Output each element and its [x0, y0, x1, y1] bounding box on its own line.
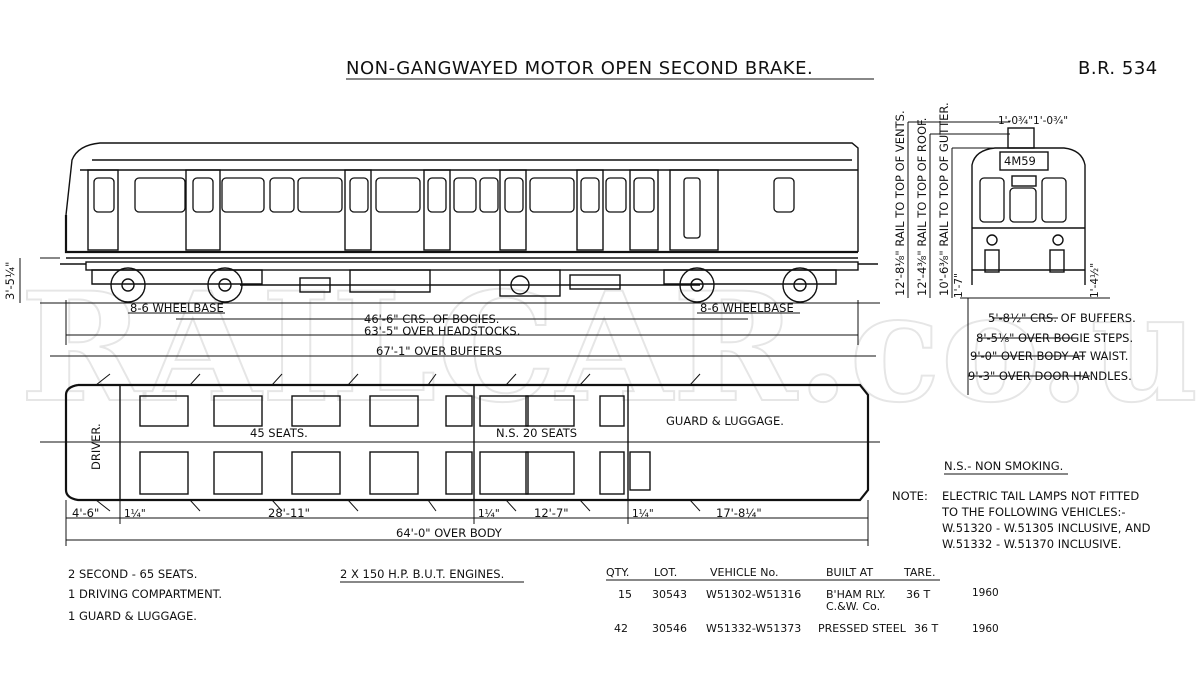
row2-tare: 36 T [914, 622, 938, 635]
end-top-dims: 1'-0¾"1'-0¾" [998, 115, 1068, 127]
accommodation-2: 1 DRIVING COMPARTMENT. [68, 587, 222, 601]
note-line-2: TO THE FOLLOWING VEHICLES:- [941, 505, 1126, 519]
over-buffers-label: 67'-1" OVER BUFFERS [376, 344, 502, 358]
row1-vehicle: W51302-W51316 [706, 588, 801, 601]
body-waist: 9'-0" OVER BODY AT WAIST. [970, 349, 1128, 363]
ns-note: N.S.- NON SMOKING. [944, 459, 1063, 473]
driver-label: DRIVER. [89, 423, 103, 470]
door-handles: 9'-3" OVER DOOR HANDLES. [968, 369, 1132, 383]
table-header-built: BUILT AT [826, 566, 873, 579]
row1-tare: 36 T [906, 588, 930, 601]
rail-to-gutter: 10'-6⅜" RAIL TO TOP OF GUTTER. [937, 102, 951, 296]
plan-dim-1-a: 1¼" [124, 508, 146, 520]
accommodation-3: 1 GUARD & LUGGAGE. [68, 609, 197, 623]
plan-dim-1-c: 1¼" [632, 508, 654, 520]
drawing-ref: B.R. 534 [1078, 58, 1158, 79]
end-dim-1-7: 1'-7" [953, 273, 965, 298]
plan-view: DRIVER. 45 SEATS. N.S. 20 SEATS GUARD & … [40, 373, 880, 546]
wheelbase-right-label: 8-6 WHEELBASE [700, 301, 794, 315]
note-label: NOTE: [892, 489, 928, 503]
row1-lot: 30543 [652, 588, 687, 601]
side-elevation: 3'-5¼" 8-6 WHEELBASE 8-6 WHEELBASE 46'-6… [3, 142, 880, 358]
over-headstocks-label: 63'-5" OVER HEADSTOCKS. [364, 324, 520, 338]
plan-dim-28-11: 28'-11" [268, 506, 310, 520]
bogie-left [91, 267, 263, 303]
note-line-1: ELECTRIC TAIL LAMPS NOT FITTED [942, 489, 1139, 503]
wheelbase-left-label: 8-6 WHEELBASE [130, 301, 224, 315]
plan-dim-12-7: 12'-7" [534, 506, 569, 520]
end-elevation: 4M59 1'-0¾"1'-0¾" 12'-8⅛" RAIL TO TOP OF… [893, 102, 1136, 395]
rail-to-vents: 12'-8⅛" RAIL TO TOP OF VENTS. [893, 110, 907, 296]
head-code: 4M59 [1004, 154, 1036, 168]
table-header-lot: LOT. [654, 566, 677, 579]
end-dim-1-4: 1'-4½" [1089, 263, 1101, 298]
row1-built2: C.&W. Co. [826, 600, 880, 613]
crs-buffers: 5'-8½" CRS. OF BUFFERS. [988, 311, 1136, 325]
plan-dim-4-6: 4'-6" [72, 506, 99, 520]
accommodation-1: 2 SECOND - 65 SEATS. [68, 567, 197, 581]
row2-lot: 30546 [652, 622, 687, 635]
table-header-qty: QTY. [606, 566, 629, 579]
height-dim: 3'-5¼" [3, 262, 17, 300]
row1-built: B'HAM RLY. [826, 588, 886, 601]
row2-year: 1960 [972, 623, 999, 635]
rail-to-roof: 12'-4⅜" RAIL TO TOP OF ROOF. [915, 118, 929, 296]
ns-seats-label: N.S. 20 SEATS [496, 426, 577, 440]
bogie-steps: 8'-5⅛" OVER BOGIE STEPS. [976, 331, 1133, 345]
row1-year: 1960 [972, 587, 999, 599]
table-header-tare: TARE. [903, 566, 935, 579]
note-line-4: W.51332 - W.51370 INCLUSIVE. [942, 537, 1121, 551]
plan-dim-1-b: 1¼" [478, 508, 500, 520]
head-code-box [999, 151, 1049, 171]
over-body-label: 64'-0" OVER BODY [396, 526, 503, 540]
row1-qty: 15 [618, 588, 632, 601]
row2-built: PRESSED STEEL [818, 622, 907, 635]
vehicle-table: QTY. LOT. VEHICLE No. BUILT AT TARE. 15 … [606, 566, 999, 635]
bogie-right [663, 267, 837, 303]
watermark: RAILCAR.co.uk [20, 260, 1200, 436]
drawing-title: NON-GANGWAYED MOTOR OPEN SECOND BRAKE. [346, 58, 813, 79]
row2-qty: 42 [614, 622, 628, 635]
row2-vehicle: W51332-W51373 [706, 622, 801, 635]
bogie-centres-label: 46'-6" CRS. OF BOGIES. [364, 312, 499, 326]
plan-dim-17-8: 17'-8¼" [716, 506, 762, 520]
seats-45-label: 45 SEATS. [250, 426, 308, 440]
seat-blocks [139, 395, 651, 495]
table-header-vehicle: VEHICLE No. [710, 566, 779, 579]
guard-luggage-label: GUARD & LUGGAGE. [666, 414, 784, 428]
engines-label: 2 X 150 H.P. B.U.T. ENGINES. [340, 567, 504, 581]
note-line-3: W.51320 - W.51305 INCLUSIVE, AND [942, 521, 1151, 535]
